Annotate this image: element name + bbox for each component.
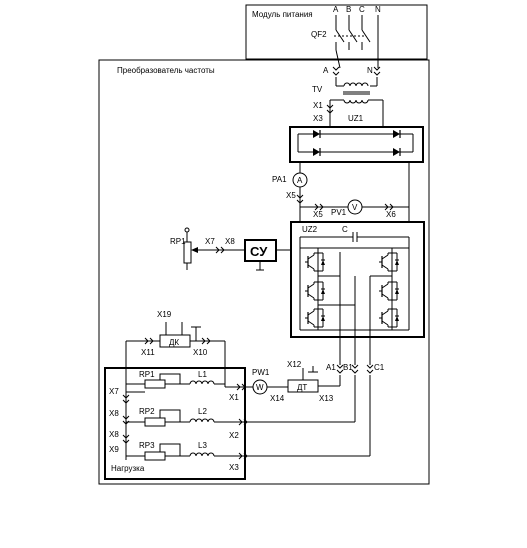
potentiometer-rp1 (183, 227, 198, 270)
capacitor-label: C (342, 225, 348, 234)
load-branch-1: RP1 L1 X1 (126, 370, 253, 402)
voltmeter-symbol: V (352, 203, 358, 212)
connector-x19-label: X19 (157, 310, 172, 319)
connector-x5-label: X5 (313, 210, 323, 219)
connector-x14-label: X14 (270, 394, 285, 403)
control-unit: СУ (244, 239, 291, 271)
connector-x1-label: X1 (313, 101, 323, 110)
branch-3-connector-label: X3 (229, 463, 239, 472)
output-connector-b1 (351, 364, 359, 374)
dk-label: ДК (169, 338, 179, 347)
load-title: Нагрузка (111, 464, 145, 473)
branch-1-connector-label: X1 (229, 393, 239, 402)
voltmeter-label: PV1 (331, 208, 347, 217)
frequency-converter: Преобразователь частоты (98, 59, 430, 485)
dk-block: ДК (125, 322, 226, 372)
output-label-a1: A1 (326, 363, 336, 372)
ammeter-symbol: A (297, 176, 303, 185)
rectifier-uz1 (289, 126, 424, 163)
branch-1-resistor-label: RP1 (139, 370, 155, 379)
connector-x7-label: X7 (205, 237, 215, 246)
wattmeter-pw1: W (252, 379, 288, 395)
converter-frame (98, 59, 430, 485)
connector-x6-label: X6 (386, 210, 396, 219)
igbt-1 (304, 252, 326, 272)
sensor-ground (307, 365, 319, 373)
branch-1-inductor-label: L1 (198, 370, 207, 379)
connector-x11-label: X11 (141, 348, 155, 357)
igbt-2 (304, 281, 326, 301)
connector-x8-label: X8 (225, 237, 235, 246)
branch-2-connector-label: X2 (229, 431, 239, 440)
breaker-label: QF2 (311, 30, 327, 39)
control-unit-label: СУ (250, 244, 268, 259)
power-module-frame (245, 4, 428, 60)
load-branch-2: RP2 L2 X2 (126, 407, 355, 440)
branch-2-inductor-label: L2 (198, 407, 207, 416)
connector-x10-label: X10 (193, 348, 208, 357)
igbt-3 (304, 308, 326, 328)
connector-x13-label: X13 (319, 394, 334, 403)
wattmeter-symbol: W (256, 383, 264, 392)
connector-x12-label: X12 (287, 360, 302, 369)
load-connector-x8-label: X8 (109, 409, 119, 418)
branch-2-resistor-label: RP2 (139, 407, 155, 416)
phase-label-b: B (346, 5, 351, 14)
load-connector-x7-label: X7 (109, 387, 119, 396)
power-module: Модуль питания A B C N QF2 (245, 4, 428, 69)
rectifier-label: UZ1 (348, 114, 364, 123)
phase-label-a: A (333, 5, 339, 14)
breaker-qf2 (334, 15, 379, 69)
transformer-tv (329, 82, 384, 127)
inverter-uz2: UZ2 C (290, 221, 425, 365)
phase-label-n: N (375, 5, 381, 14)
igbt-6 (378, 308, 400, 328)
branch-3-inductor-label: L3 (198, 441, 207, 450)
transformer-label: TV (312, 85, 323, 94)
capacitor-c (300, 232, 409, 242)
input-label-a: A (323, 66, 329, 75)
ammeter-pa1: A (292, 172, 308, 188)
output-connector-c1 (366, 364, 374, 374)
load-block: Нагрузка X7 X8 X8 X9 RP1 L1 X1 RP2 (104, 367, 370, 480)
output-label-c1: C1 (374, 363, 385, 372)
current-sensor: ДТ (287, 368, 341, 393)
rectifier-frame (289, 126, 424, 163)
power-module-title: Модуль питания (252, 10, 313, 19)
converter-title: Преобразователь частоты (117, 66, 215, 75)
current-sensor-label: ДТ (297, 383, 307, 392)
inverter-frame (290, 221, 425, 338)
output-label-b1: B1 (343, 363, 353, 372)
ammeter-label: PA1 (272, 175, 287, 184)
input-connectors (332, 66, 381, 87)
load-connector-x8b-label: X8 (109, 430, 119, 439)
input-label-n: N (367, 66, 373, 75)
connector-x5-label-upper: X5 (286, 191, 296, 200)
igbt-5 (378, 281, 400, 301)
branch-3-resistor-label: RP3 (139, 441, 155, 450)
potentiometer-label: RP1 (170, 237, 186, 246)
phase-label-c: C (359, 5, 365, 14)
voltmeter-pv1: V (347, 199, 363, 215)
inverter-label: UZ2 (302, 225, 318, 234)
wattmeter-label: PW1 (252, 368, 270, 377)
load-branch-3: RP3 L3 X3 (126, 441, 370, 472)
load-connector-x9-label: X9 (109, 445, 119, 454)
igbt-4 (378, 252, 400, 272)
connector-x3-label: X3 (313, 114, 323, 123)
